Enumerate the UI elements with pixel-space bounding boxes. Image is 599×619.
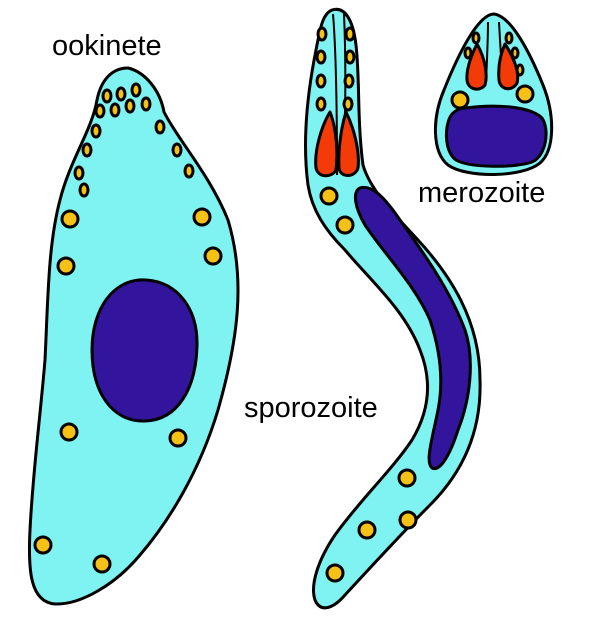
granule xyxy=(321,188,337,204)
apical-organelle xyxy=(317,98,325,110)
granule xyxy=(205,248,221,264)
apical-organelle xyxy=(126,100,134,112)
apical-organelle xyxy=(142,98,150,110)
apical-organelle xyxy=(346,28,354,40)
granule xyxy=(400,512,416,528)
merozoite-nucleus xyxy=(446,106,546,166)
granule xyxy=(58,258,74,274)
ookinete-cell xyxy=(29,68,238,604)
granule xyxy=(359,522,375,538)
apical-organelle xyxy=(132,84,140,96)
apical-organelle xyxy=(185,165,193,177)
granule xyxy=(399,470,415,486)
apical-organelle xyxy=(117,88,125,100)
granule xyxy=(94,556,110,572)
apical-organelle xyxy=(156,121,164,133)
granule xyxy=(62,211,78,227)
apical-organelle xyxy=(317,51,325,63)
granule xyxy=(517,86,533,102)
apical-organelle xyxy=(317,75,325,87)
apical-organelle xyxy=(346,51,354,63)
ookinete-nucleus xyxy=(92,280,197,421)
apical-organelle xyxy=(111,104,119,116)
granule xyxy=(170,430,186,446)
apical-organelle xyxy=(92,125,100,137)
apical-organelle xyxy=(318,28,326,40)
sporozoite-label: sporozoite xyxy=(244,392,378,424)
apical-organelle xyxy=(173,144,181,156)
apical-organelle xyxy=(96,105,104,117)
apical-organelle xyxy=(473,33,479,43)
apical-organelle xyxy=(345,75,353,87)
ookinete-label: ookinete xyxy=(52,30,162,62)
merozoite-cell xyxy=(435,14,551,175)
granule xyxy=(35,537,51,553)
granule xyxy=(194,209,210,225)
apical-organelle xyxy=(80,184,88,196)
granule xyxy=(61,424,77,440)
granule xyxy=(337,217,353,233)
apical-organelle xyxy=(506,33,512,43)
apical-organelle xyxy=(103,90,111,102)
granule xyxy=(452,92,468,108)
apical-organelle xyxy=(83,144,91,156)
apical-organelle xyxy=(344,98,352,110)
granule xyxy=(327,565,343,581)
merozoite-label: merozoite xyxy=(418,177,545,209)
apical-organelle xyxy=(75,167,83,179)
